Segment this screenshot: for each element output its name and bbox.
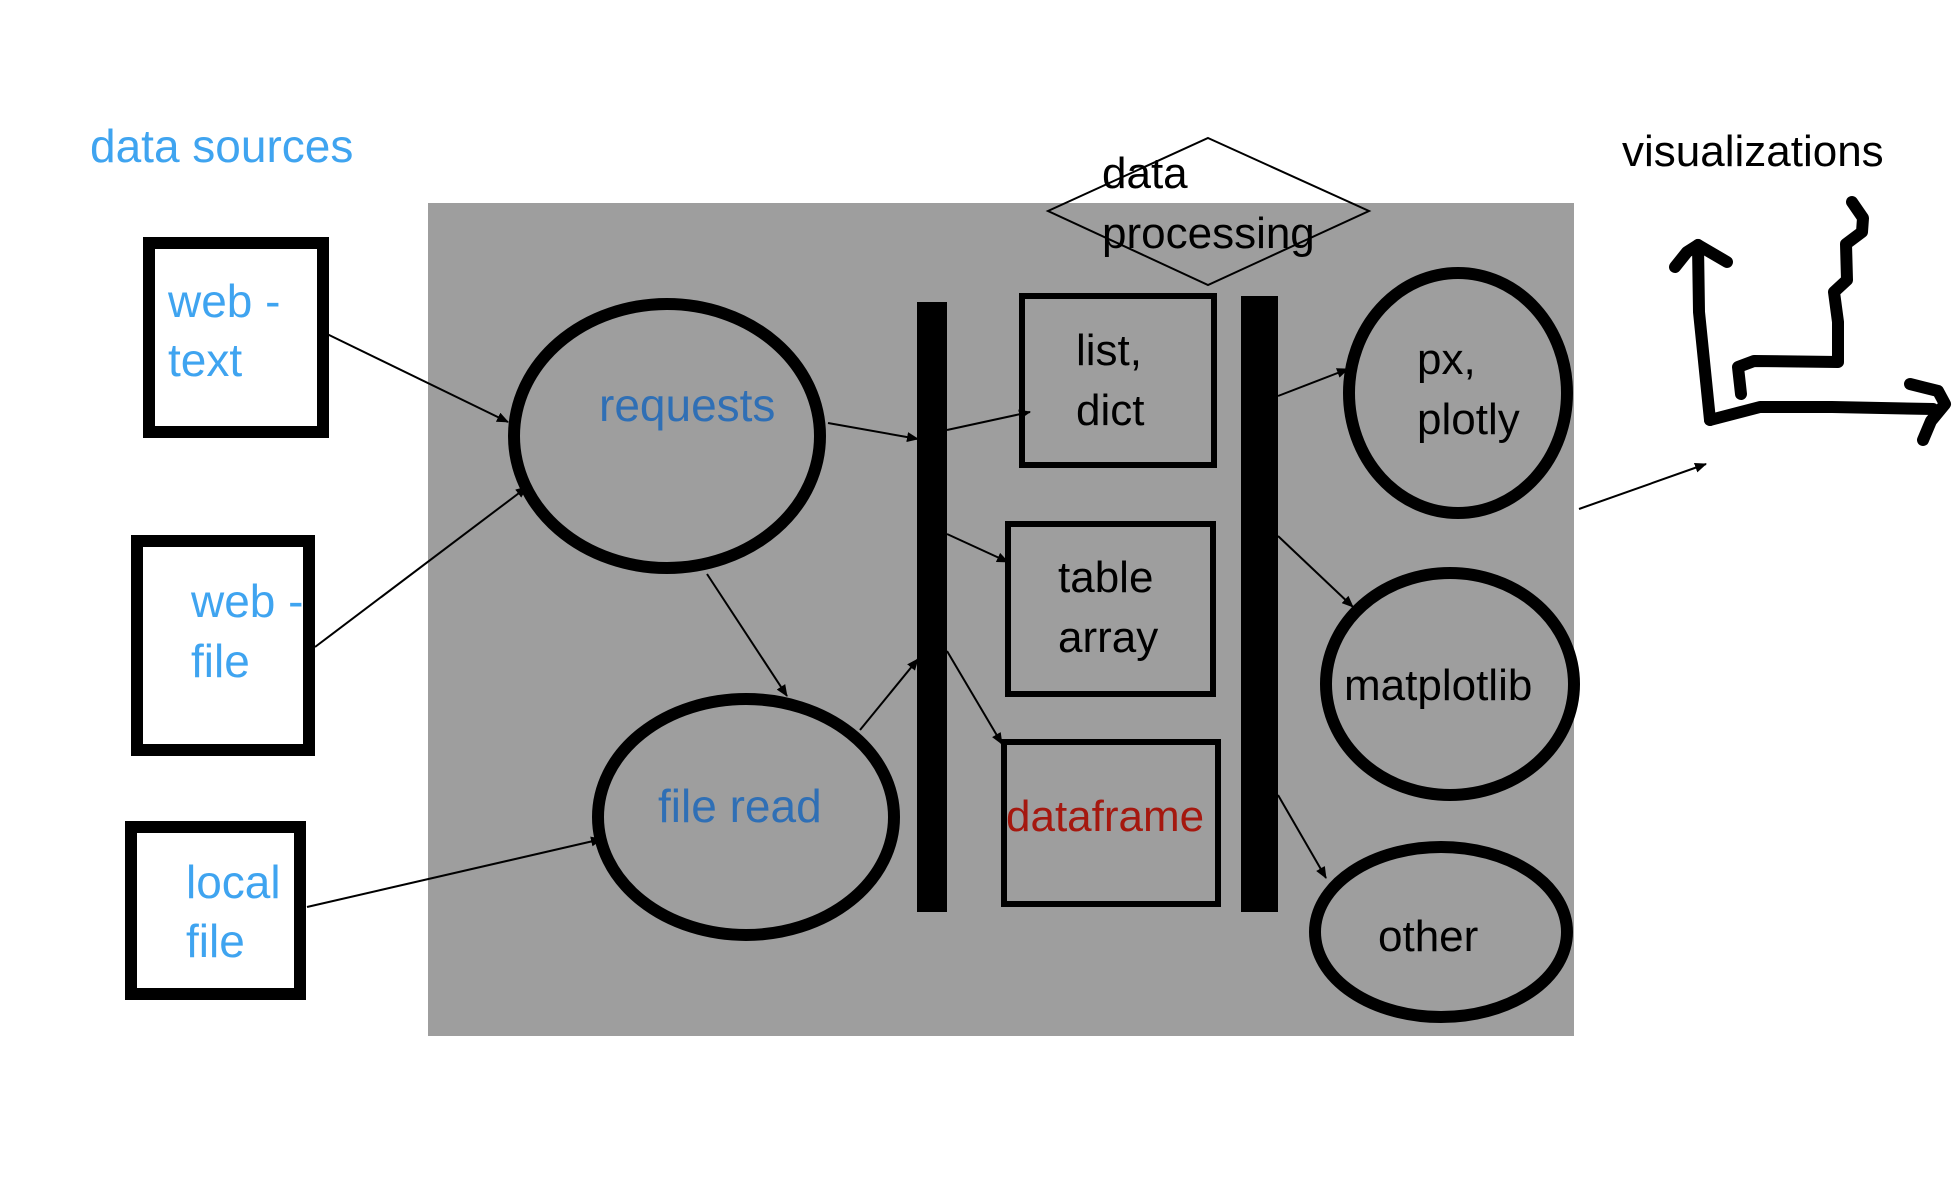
data-processing-label: data processing	[1102, 149, 1315, 258]
edge-panel-to-visualizations	[1578, 462, 1707, 510]
edge-split-to-dataframe	[946, 650, 1003, 745]
structure-label-list-dict: list, dict	[1076, 326, 1154, 435]
edge-requests-to-split	[827, 422, 919, 442]
other-label: other	[1378, 912, 1478, 961]
structure-label-dataframe: dataframe	[1006, 792, 1204, 841]
edge-local-file-to-file-read	[306, 836, 603, 908]
structure-label-list-dict-line1: list,	[1076, 326, 1142, 375]
requests-node	[508, 298, 826, 574]
file-read-label: file read	[658, 780, 822, 832]
data-sources-title: data sources	[90, 120, 353, 172]
edge-processing-to-matplotlib	[1277, 535, 1354, 608]
other-node	[1309, 841, 1573, 1023]
plotly-label-line2: plotly	[1417, 395, 1520, 444]
edge-processing-to-plotly	[1277, 368, 1349, 397]
requests-label: requests	[599, 379, 775, 431]
visualizations-chart-icon	[1669, 196, 1951, 446]
edge-requests-to-file-read	[706, 573, 788, 697]
matplotlib-label-line1: matplotlib	[1344, 661, 1532, 710]
structure-label-table-array-line2: array	[1058, 613, 1158, 662]
structure-box-list-dict	[1019, 293, 1217, 468]
source-label-web-text-line2: text	[168, 334, 242, 386]
split-bar-left	[917, 302, 947, 912]
source-label-web-text-line1: web -	[167, 275, 280, 327]
visualizations-label: visualizations	[1622, 127, 1884, 176]
data-processing-label-line2: processing	[1102, 209, 1315, 258]
source-label-web-file: web - file	[190, 575, 316, 687]
source-box-local-file	[125, 821, 306, 1000]
file-read-node	[592, 693, 900, 941]
structure-label-dataframe-line1: dataframe	[1006, 792, 1204, 841]
split-bar-right	[1241, 296, 1278, 912]
structure-label-table-array: table array	[1058, 553, 1166, 662]
source-label-local-file-line1: local	[186, 856, 281, 908]
data-processing-diamond	[1045, 136, 1372, 287]
plotly-label: px, plotly	[1417, 335, 1520, 444]
structure-box-table-array	[1005, 521, 1216, 697]
structure-box-dataframe	[1001, 739, 1221, 907]
source-label-web-file-line2: file	[191, 635, 250, 687]
source-box-web-file	[131, 535, 315, 756]
plotly-node	[1343, 267, 1573, 519]
edge-web-file-to-requests	[314, 486, 528, 648]
source-box-web-text	[143, 237, 329, 438]
other-label-line1: other	[1378, 912, 1478, 961]
matplotlib-label: matplotlib	[1344, 661, 1532, 710]
structure-label-table-array-line1: table	[1058, 553, 1153, 602]
edge-split-to-list-dict	[946, 409, 1031, 431]
source-label-local-file: local file	[186, 856, 293, 967]
matplotlib-node	[1320, 567, 1580, 801]
structure-label-list-dict-line2: dict	[1076, 386, 1144, 435]
data-processing-label-line1: data	[1102, 149, 1188, 198]
plotly-label-line1: px,	[1417, 335, 1476, 384]
source-label-web-file-line1: web -	[190, 575, 303, 627]
edge-web-text-to-requests	[326, 333, 509, 423]
edge-file-read-to-split	[859, 658, 919, 731]
edge-split-to-table-array	[946, 533, 1009, 563]
source-label-local-file-line2: file	[186, 915, 245, 967]
edge-processing-to-other	[1277, 794, 1327, 879]
source-label-web-text: web - text	[167, 275, 293, 386]
